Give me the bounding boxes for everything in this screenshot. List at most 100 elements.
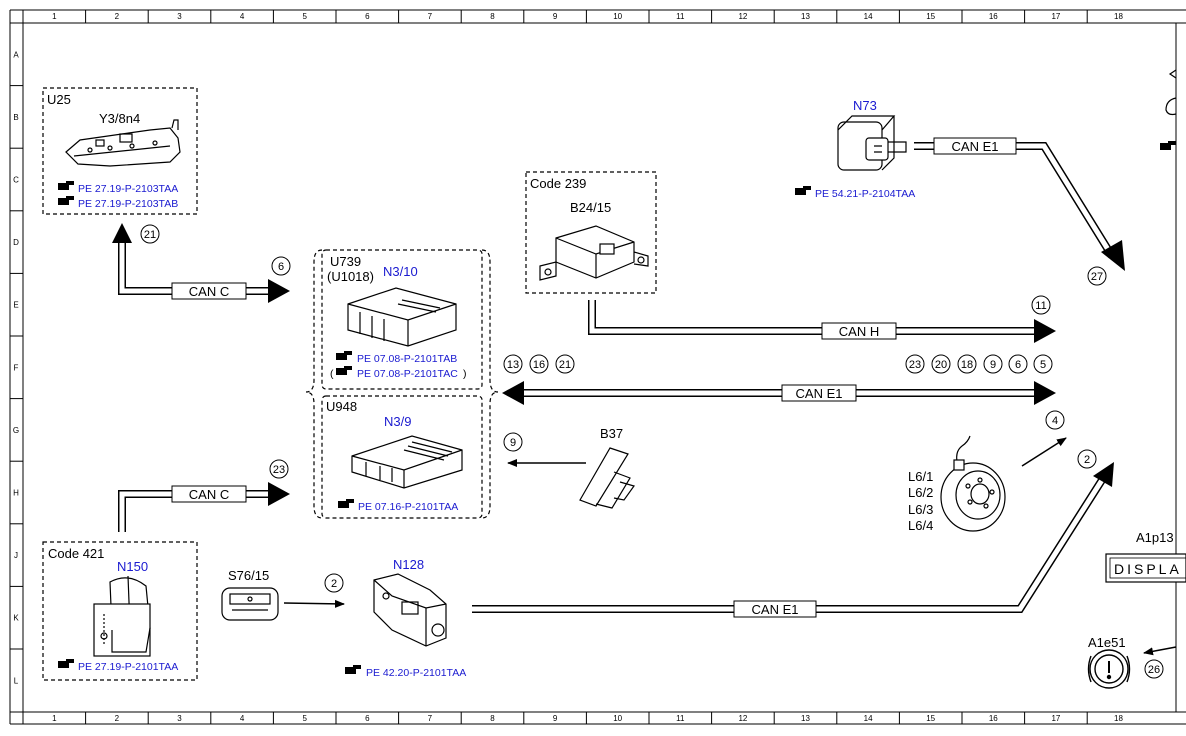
a1e51-arrow xyxy=(1143,646,1177,656)
edge-hand-icon xyxy=(1160,141,1176,150)
u739-box xyxy=(321,249,483,390)
u739-ref-paren-close: ) xyxy=(463,368,467,380)
n3-9-label[interactable]: N3/9 xyxy=(384,414,411,429)
circle-ref-6[interactable]: 6 xyxy=(278,261,284,273)
n3-10-label[interactable]: N3/10 xyxy=(383,264,418,279)
row-label-C: C xyxy=(13,176,19,185)
col-label-bottom-15: 15 xyxy=(926,714,935,723)
u25-labels: U25 Y3/8n4 PE 27.19-P-2103TAA PE 27.19-P… xyxy=(47,92,178,210)
s76-arrow xyxy=(283,599,345,608)
circle-ref-4[interactable]: 4 xyxy=(1052,415,1058,427)
n73-labels: N73 PE 54.21-P-2104TAA xyxy=(815,98,915,200)
u25-ref-2[interactable]: PE 27.19-P-2103TAB xyxy=(78,198,178,210)
group-bracket-right xyxy=(481,249,499,519)
circled-refs: 21 6 23 27 11 13 16 21 23 20 18 9 6 5 9 … xyxy=(140,224,1164,679)
circle-ref-23-right[interactable]: 23 xyxy=(909,359,921,371)
y3-8n4-valve-body-icon xyxy=(65,119,181,167)
circle-ref-11[interactable]: 11 xyxy=(1035,300,1046,312)
n3-9-ecu-icon xyxy=(351,435,463,489)
can-c-bottom-line xyxy=(118,482,290,534)
u25-box xyxy=(42,87,198,215)
col-label-top-7: 7 xyxy=(428,12,433,21)
can-h-line xyxy=(588,298,1056,343)
u948-ref[interactable]: PE 07.16-P-2101TAA xyxy=(358,501,458,513)
n73-label[interactable]: N73 xyxy=(853,98,877,113)
code421-labels: Code 421 N150 PE 27.19-P-2101TAA xyxy=(48,546,178,673)
n128-label[interactable]: N128 xyxy=(393,557,424,572)
u739-box-label: U739 xyxy=(330,254,361,269)
u25-ref-1[interactable]: PE 27.19-P-2103TAA xyxy=(78,183,178,195)
circle-ref-21-u25[interactable]: 21 xyxy=(144,229,156,241)
reference-hand-icon xyxy=(58,196,74,205)
group-bracket-left xyxy=(305,249,323,519)
u1018-label: (U1018) xyxy=(327,269,374,284)
a1p13-display-panel xyxy=(1105,553,1186,583)
col-label-bottom-17: 17 xyxy=(1051,714,1060,723)
reference-hand-icon xyxy=(1160,141,1176,150)
n73-ref[interactable]: PE 54.21-P-2104TAA xyxy=(815,188,915,200)
circle-ref-23[interactable]: 23 xyxy=(273,464,285,476)
reference-hand-icon xyxy=(336,351,352,360)
col-label-bottom-11: 11 xyxy=(676,714,685,723)
n150-label[interactable]: N150 xyxy=(117,559,148,574)
col-label-top-1: 1 xyxy=(52,12,57,21)
edge-partial-component xyxy=(1165,69,1177,116)
circle-ref-21-middle[interactable]: 21 xyxy=(559,359,571,371)
a1p13-label: A1p13 xyxy=(1136,530,1174,545)
col-label-top-11: 11 xyxy=(676,12,685,21)
u739-ref-2[interactable]: PE 07.08-P-2101TAC xyxy=(357,368,458,380)
col-label-top-13: 13 xyxy=(801,12,810,21)
col-label-bottom-18: 18 xyxy=(1114,714,1123,723)
circle-ref-27[interactable]: 27 xyxy=(1091,271,1103,283)
n128-controller-icon xyxy=(373,573,447,647)
col-label-bottom-4: 4 xyxy=(240,714,245,723)
can-e1-middle-label: CAN E1 xyxy=(796,386,843,401)
col-label-bottom-2: 2 xyxy=(115,714,120,723)
circle-ref-26[interactable]: 26 xyxy=(1148,664,1160,676)
l6-4-label: L6/4 xyxy=(908,518,933,533)
circle-ref-9-right[interactable]: 9 xyxy=(990,359,996,371)
col-label-bottom-5: 5 xyxy=(302,714,307,723)
code421-box xyxy=(42,541,198,681)
n150-selector-lever-icon xyxy=(93,575,151,657)
n128-labels: N128 PE 42.20-P-2101TAA xyxy=(366,557,466,679)
circle-ref-2-right[interactable]: 2 xyxy=(1084,454,1090,466)
circle-ref-13[interactable]: 13 xyxy=(507,359,519,371)
reference-hand-icon xyxy=(795,186,811,195)
col-label-bottom-16: 16 xyxy=(989,714,998,723)
u739-ref-paren-open: ( xyxy=(330,368,334,380)
col-label-top-16: 16 xyxy=(989,12,998,21)
circle-ref-6-right[interactable]: 6 xyxy=(1015,359,1021,371)
col-label-top-14: 14 xyxy=(864,12,873,21)
can-e1-middle-line xyxy=(502,381,1056,405)
reference-hand-icon xyxy=(58,659,74,668)
circle-ref-2-s76[interactable]: 2 xyxy=(331,578,337,590)
col-label-top-2: 2 xyxy=(115,12,120,21)
col-label-bottom-9: 9 xyxy=(553,714,558,723)
u948-box xyxy=(321,395,483,519)
circle-ref-16[interactable]: 16 xyxy=(533,359,545,371)
n128-ref[interactable]: PE 42.20-P-2101TAA xyxy=(366,667,466,679)
circle-ref-5[interactable]: 5 xyxy=(1040,359,1046,371)
s76-15-label: S76/15 xyxy=(228,568,269,583)
circle-ref-20[interactable]: 20 xyxy=(935,359,947,371)
l6-1-label: L6/1 xyxy=(908,469,933,484)
col-label-top-6: 6 xyxy=(365,12,370,21)
row-label-F: F xyxy=(14,363,19,372)
wheel-sensor-icon xyxy=(940,435,1006,532)
circle-ref-18[interactable]: 18 xyxy=(961,359,973,371)
n150-ref[interactable]: PE 27.19-P-2101TAA xyxy=(78,661,178,673)
u25-box-label: U25 xyxy=(47,92,71,107)
u739-ref-1[interactable]: PE 07.08-P-2101TAB xyxy=(357,353,457,365)
reference-hand-icon xyxy=(338,499,354,508)
col-label-top-15: 15 xyxy=(926,12,935,21)
l6-2-label: L6/2 xyxy=(908,485,933,500)
wheel-labels: L6/1 L6/2 L6/3 L6/4 xyxy=(908,469,933,533)
can-e1-bottom-label: CAN E1 xyxy=(752,602,799,617)
col-label-bottom-10: 10 xyxy=(613,714,622,723)
u948-box-label: U948 xyxy=(326,399,357,414)
row-label-K: K xyxy=(13,614,19,623)
circle-ref-9[interactable]: 9 xyxy=(510,437,516,449)
